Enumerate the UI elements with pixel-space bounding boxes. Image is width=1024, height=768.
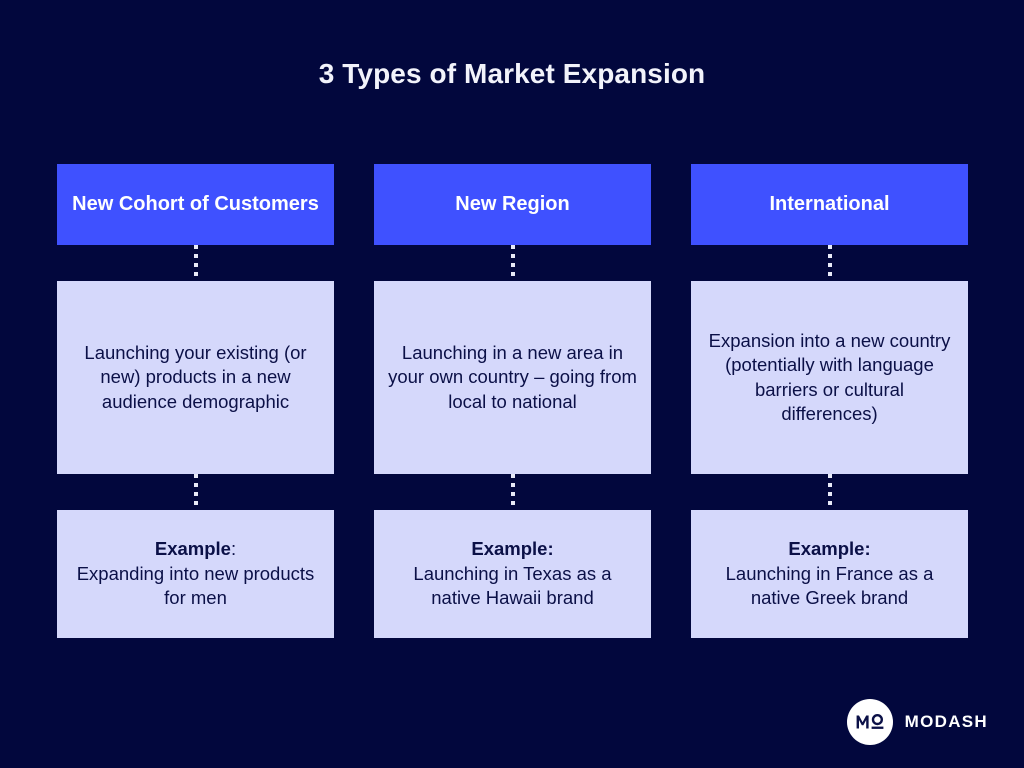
logo-wordmark: MODASH: [904, 712, 988, 731]
dotted-line-icon: [193, 474, 198, 510]
example-body-3: Launching in France as a native Greek br…: [725, 562, 934, 609]
example-body-2: Launching in Texas as a native Hawaii br…: [413, 562, 612, 609]
header-box-2: New Region: [374, 164, 651, 245]
modash-monogram-icon: [846, 699, 893, 745]
example-label-2: Example:: [471, 538, 554, 560]
description-box-2: Launching in a new area in your own coun…: [374, 281, 651, 474]
connector-dotted-1-bottom: [57, 474, 334, 510]
page-title: 3 Types of Market Expansion: [318, 58, 706, 89]
example-text-1: Example:Expanding into new products for …: [71, 537, 320, 610]
dotted-line-icon: [193, 245, 198, 281]
connector-dotted-3-bottom: [691, 474, 968, 510]
columns-container: New Cohort of Customers Launching your e…: [57, 164, 968, 639]
example-separator-1: :: [230, 538, 237, 560]
header-label-1: New Cohort of Customers: [72, 193, 319, 215]
header-box-3: International: [691, 164, 968, 245]
example-body-1: Expanding into new products for men: [76, 562, 315, 609]
example-box-2: Example:Launching in Texas as a native H…: [374, 510, 651, 638]
example-box-1: Example:Expanding into new products for …: [57, 510, 334, 638]
header-label-3: International: [769, 193, 890, 215]
example-box-3: Example:Launching in France as a native …: [691, 510, 968, 638]
description-text-1: Launching your existing (or new) product…: [84, 341, 307, 412]
example-text-3: Example:Launching in France as a native …: [705, 537, 954, 610]
connector-dotted-3-top: [691, 245, 968, 281]
description-text-3: Expansion into a new country (potentiall…: [708, 329, 951, 424]
column-new-region: New Region Launching in a new area in yo…: [374, 164, 651, 639]
column-new-cohort-of-customers: New Cohort of Customers Launching your e…: [57, 164, 334, 639]
brand-logo: MODASH: [846, 696, 988, 748]
description-text-2: Launching in a new area in your own coun…: [388, 341, 637, 412]
description-box-3: Expansion into a new country (potentiall…: [691, 281, 968, 474]
dotted-line-icon: [827, 474, 832, 510]
example-label-3: Example:: [788, 538, 871, 560]
example-text-2: Example:Launching in Texas as a native H…: [388, 537, 637, 610]
dotted-line-icon: [510, 474, 515, 510]
example-label-1: Example: [154, 538, 231, 560]
header-box-1: New Cohort of Customers: [57, 164, 334, 245]
connector-dotted-2-bottom: [374, 474, 651, 510]
dotted-line-icon: [827, 245, 832, 281]
header-label-2: New Region: [455, 193, 570, 215]
description-box-1: Launching your existing (or new) product…: [57, 281, 334, 474]
connector-dotted-1-top: [57, 245, 334, 281]
dotted-line-icon: [510, 245, 515, 281]
column-international: International Expansion into a new count…: [691, 164, 968, 639]
connector-dotted-2-top: [374, 245, 651, 281]
